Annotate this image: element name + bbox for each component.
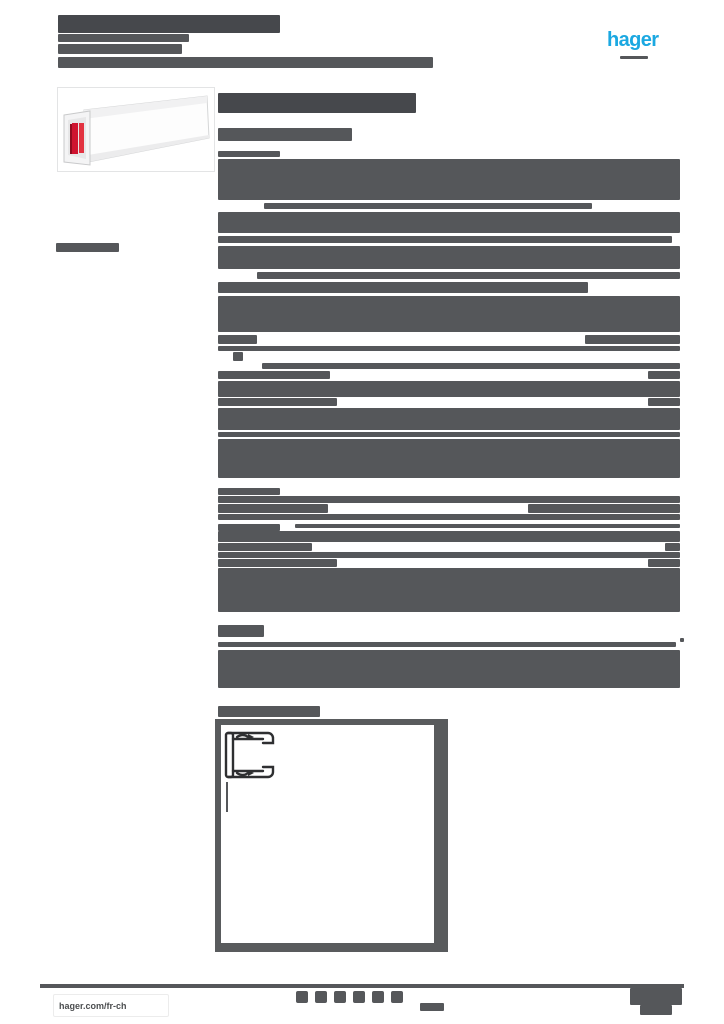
- redacted-text-bar: [218, 706, 320, 717]
- redacted-text-bar: [58, 44, 182, 54]
- redacted-text-bar: [218, 151, 280, 157]
- redacted-text-bar: [218, 408, 680, 430]
- redacted-text-bar: [218, 488, 280, 495]
- redacted-text-bar: [218, 236, 672, 243]
- social-icon-4[interactable]: [353, 991, 365, 1003]
- product-photo: [63, 95, 210, 166]
- hager-logo: hager: [607, 29, 659, 51]
- redacted-text-bar: [528, 504, 680, 513]
- redacted-text-bar: [58, 57, 433, 68]
- product-photo-box: [57, 87, 215, 172]
- dimension-line: [226, 782, 228, 812]
- footer-social-icons: [296, 991, 403, 1003]
- redacted-text-bar: [218, 524, 280, 531]
- redacted-text-bar: [218, 531, 680, 542]
- redacted-text-bar: [218, 335, 257, 344]
- redacted-text-bar: [257, 272, 680, 279]
- redacted-text-bar: [218, 496, 680, 503]
- redacted-text-bar: [218, 282, 588, 293]
- redacted-text-bar: [680, 638, 684, 642]
- redacted-text-bar: [218, 642, 676, 647]
- social-icon-3[interactable]: [334, 991, 346, 1003]
- redacted-text-bar: [218, 212, 680, 233]
- social-icon-5[interactable]: [372, 991, 384, 1003]
- redacted-text-bar: [218, 514, 680, 520]
- redacted-text-bar: [648, 371, 680, 379]
- redacted-text-bar: [218, 568, 680, 612]
- redacted-text-bar: [264, 203, 592, 209]
- redacted-text-bar: [218, 371, 330, 379]
- redacted-text-bar: [218, 543, 312, 551]
- redacted-text-bar: [420, 1003, 444, 1011]
- redacted-text-bar: [620, 56, 648, 59]
- redacted-text-bar: [262, 363, 680, 369]
- redacted-text-bar: [218, 559, 337, 567]
- redacted-text-bar: [295, 524, 680, 528]
- redacted-text-bar: [218, 398, 337, 406]
- social-icon-1[interactable]: [296, 991, 308, 1003]
- website-box: hager.com/fr-ch: [53, 994, 169, 1017]
- redacted-text-bar: [58, 34, 189, 42]
- redacted-text-bar: [56, 243, 119, 252]
- redacted-text-bar: [218, 432, 680, 437]
- dimensional-drawing-box: [215, 719, 448, 952]
- trunking-cross-section-drawing: [224, 731, 275, 779]
- redacted-text-bar: [585, 335, 680, 344]
- redacted-text-bar: [218, 504, 328, 513]
- redacted-text-bar: [665, 543, 680, 551]
- footer-divider: [40, 984, 684, 988]
- redacted-text-bar: [233, 352, 243, 361]
- social-icon-6[interactable]: [391, 991, 403, 1003]
- redacted-text-bar: [218, 296, 680, 332]
- redacted-text-bar: [218, 650, 680, 688]
- redacted-text-bar: [218, 346, 680, 351]
- redacted-text-bar: [218, 93, 416, 113]
- redacted-text-bar: [58, 15, 280, 33]
- redacted-text-bar: [218, 439, 680, 478]
- redacted-text-bar: [648, 559, 680, 567]
- website-link[interactable]: hager.com/fr-ch: [59, 1000, 127, 1011]
- redacted-text-bar: [218, 381, 680, 397]
- social-icon-2[interactable]: [315, 991, 327, 1003]
- redacted-text-bar: [630, 988, 682, 1005]
- red-clip: [72, 123, 78, 154]
- redacted-text-bar: [218, 128, 352, 141]
- redacted-text-bar: [218, 246, 680, 269]
- redacted-text-bar: [648, 398, 680, 406]
- redacted-text-bar: [218, 552, 680, 558]
- clip-shadow: [70, 124, 72, 154]
- redacted-text-bar: [218, 159, 680, 200]
- redacted-text-bar: [640, 1005, 672, 1015]
- redacted-text-bar: [218, 625, 264, 637]
